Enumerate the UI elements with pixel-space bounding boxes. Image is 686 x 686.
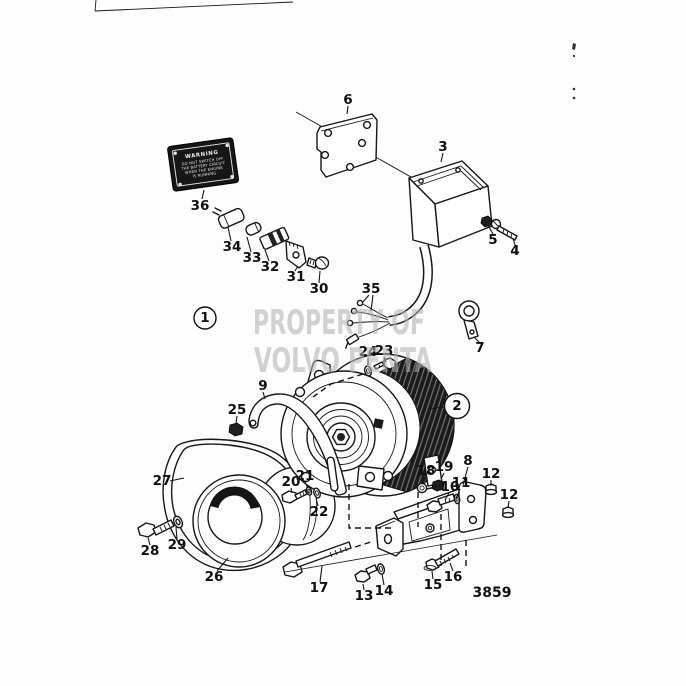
callout-13: 13 xyxy=(355,588,374,604)
part-4-screw xyxy=(490,218,518,241)
part-23-bolt xyxy=(373,357,396,370)
callout-28: 28 xyxy=(141,543,160,559)
svg-text:2: 2 xyxy=(452,398,461,414)
callout-8: 8 xyxy=(463,453,472,469)
part-18-washer xyxy=(416,482,428,494)
part-2-alternator xyxy=(280,353,455,498)
part-12-nut xyxy=(501,506,515,519)
callout-15: 15 xyxy=(424,577,443,593)
dashed-alignment-lines xyxy=(348,484,467,568)
callout-18: 18 xyxy=(417,463,436,479)
callout-12: 12 xyxy=(500,487,519,503)
callout-36: 36 xyxy=(191,198,210,214)
callout-35: 35 xyxy=(362,281,381,297)
callout-12: 12 xyxy=(482,466,501,482)
callout-4: 4 xyxy=(510,243,519,259)
callout-3: 3 xyxy=(438,139,447,155)
part-9-adjusting-arm xyxy=(248,393,347,496)
callout-32: 32 xyxy=(261,259,280,275)
warning-plate-line: WHEN THE ENGINE xyxy=(185,166,224,175)
part-6-bracket-plate xyxy=(316,113,378,178)
callout-16: 16 xyxy=(444,569,463,585)
part-34-lamp-socket xyxy=(212,207,245,229)
callout-25: 25 xyxy=(228,402,247,418)
warning-plate-line: IS RUNNING xyxy=(192,171,216,178)
circled-callout-2: 2 xyxy=(443,392,471,420)
part-28-bolt xyxy=(137,519,175,538)
page-crop-line xyxy=(94,0,294,12)
part-19-nut xyxy=(431,479,445,492)
callout-11: 11 xyxy=(452,475,471,491)
circled-callout-1: 1 xyxy=(193,306,217,330)
callout-7: 7 xyxy=(475,340,484,356)
upper-mount-axis-dashed xyxy=(312,373,364,398)
callout-14: 14 xyxy=(375,583,394,599)
callout-24: 24 xyxy=(359,344,378,360)
part-36-warning-plate: WARNING DO NOT SWITCH OFF THE BATTERY CI… xyxy=(167,137,239,192)
callout-26: 26 xyxy=(205,569,224,585)
callout-17: 17 xyxy=(310,580,329,596)
callout-30: 30 xyxy=(310,281,329,297)
svg-text:1: 1 xyxy=(200,310,209,326)
part-25-nut xyxy=(228,422,244,437)
part-16-stud xyxy=(434,548,460,567)
part-11-washer xyxy=(453,493,461,505)
part-30-screw xyxy=(306,256,330,270)
part-22-washer xyxy=(313,487,321,499)
warning-plate-line: DO NOT SWITCH OFF xyxy=(181,157,223,167)
drawing-number: 3859 xyxy=(473,585,512,601)
lower-axis-line xyxy=(284,534,498,573)
part-21-washer xyxy=(305,486,313,496)
part-12-nut xyxy=(484,483,498,496)
watermark-line-1: PROPERTY OF xyxy=(253,303,425,343)
callout-6: 6 xyxy=(343,92,352,108)
warning-plate-line: THE BATTERY CIRCUIT xyxy=(180,161,226,171)
part-31-lamp-bracket xyxy=(285,240,307,269)
callout-23: 23 xyxy=(375,343,394,359)
callout-31: 31 xyxy=(287,269,306,285)
part-35-cable-harness xyxy=(345,244,433,349)
callout-21: 21 xyxy=(296,468,315,484)
callout-33: 33 xyxy=(243,250,262,266)
part-26-pulley xyxy=(192,466,336,568)
callout-9: 9 xyxy=(258,378,267,394)
callout-27: 27 xyxy=(153,473,172,489)
callout-10: 10 xyxy=(441,479,460,495)
part-10-bolt xyxy=(426,493,456,513)
part-17-bolt xyxy=(282,541,352,578)
leader-lines xyxy=(147,105,516,591)
part-7-cable-clamp xyxy=(458,300,480,340)
part-24-washer xyxy=(363,365,373,377)
page-edge-marks xyxy=(572,43,576,100)
watermark-line-2: VOLVO PENTA xyxy=(254,341,432,381)
part-33-bulb xyxy=(245,221,262,236)
warning-plate-title: WARNING xyxy=(185,150,219,161)
callout-22: 22 xyxy=(310,504,329,520)
callout-34: 34 xyxy=(223,239,242,255)
part-29-washer xyxy=(172,515,184,529)
part-32-lamp-holder xyxy=(259,226,290,250)
part-13-bolt xyxy=(354,564,378,583)
callout-5: 5 xyxy=(488,232,497,248)
callout-29: 29 xyxy=(168,537,187,553)
callout-19: 19 xyxy=(435,459,454,475)
callout-20: 20 xyxy=(282,474,301,490)
watermark: PROPERTY OF VOLVO PENTA xyxy=(253,303,432,381)
